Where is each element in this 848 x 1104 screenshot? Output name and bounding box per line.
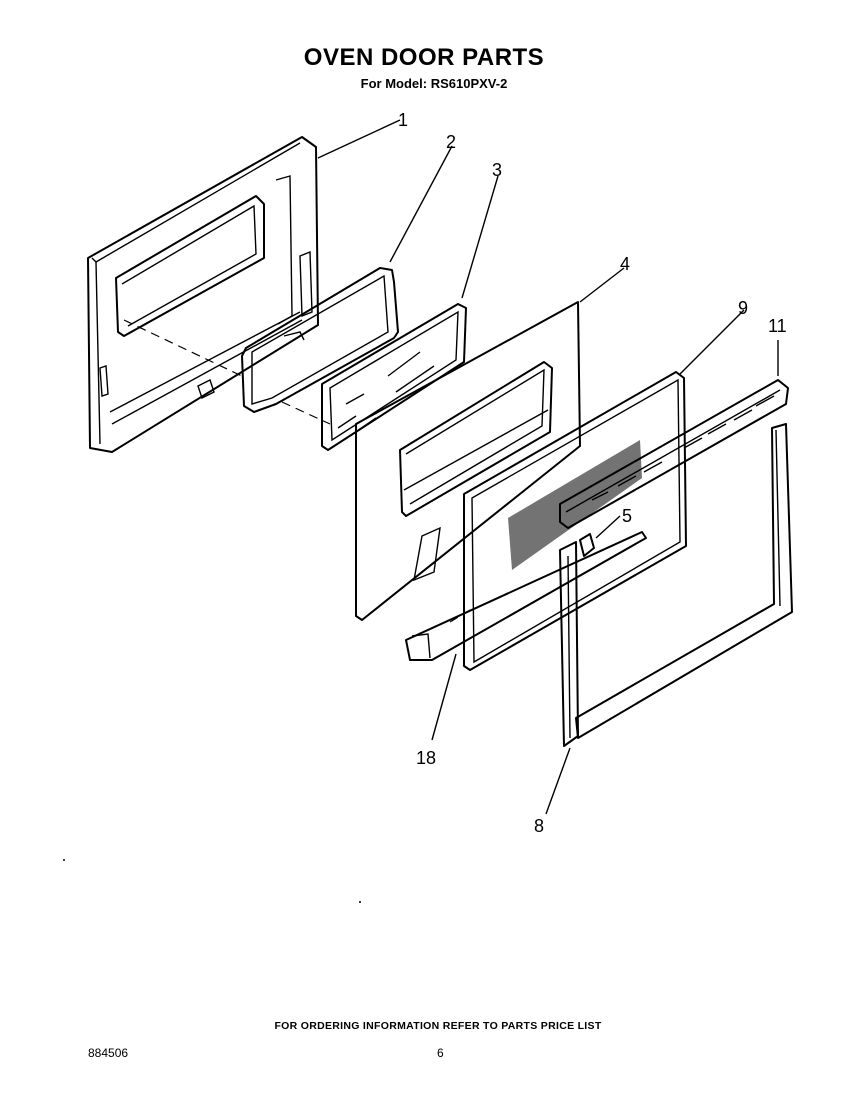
- part-8-door-frame: [559, 423, 793, 747]
- callout-11: 11: [768, 316, 787, 336]
- callout-1: 1: [398, 110, 408, 130]
- callout-2: 2: [446, 132, 456, 152]
- ordering-note: FOR ORDERING INFORMATION REFER TO PARTS …: [274, 1020, 602, 1032]
- part-18-hinge-rail: [405, 531, 647, 661]
- part-9-inner-glass: [463, 371, 687, 671]
- part-11-vent-trim: [559, 379, 789, 529]
- model-line: For Model: RS610PXV-2: [360, 76, 508, 91]
- part-5-bracket: [579, 533, 595, 557]
- callout-9: 9: [738, 298, 748, 318]
- callout-8: 8: [534, 816, 544, 836]
- part-2-door-gasket: [241, 267, 399, 413]
- mesh-screen: [508, 440, 642, 570]
- part-4-inner-door-panel: [355, 301, 581, 621]
- part-1-outer-door-panel: [87, 136, 319, 453]
- callout-4: 4: [620, 254, 630, 274]
- document-number: 884506: [88, 1046, 129, 1060]
- callout-3: 3: [492, 160, 502, 180]
- page-title: OVEN DOOR PARTS: [303, 44, 545, 71]
- page-number: 6: [437, 1046, 444, 1060]
- scan-specks: [63, 859, 361, 903]
- alignment-lines: [123, 319, 471, 623]
- leader-lines: [317, 119, 779, 815]
- callout-5: 5: [622, 506, 632, 526]
- callout-labels: 1 2 3 4 9 11 5 18 8: [398, 110, 787, 836]
- callout-18: 18: [416, 748, 436, 768]
- part-3-window-glass: [321, 303, 467, 451]
